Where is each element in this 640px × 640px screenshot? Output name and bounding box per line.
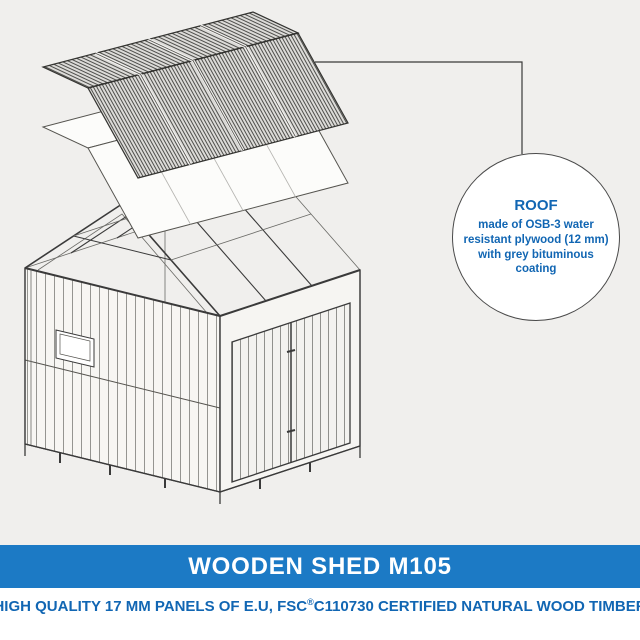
front-gable-wall [24, 267, 221, 493]
door-hinge-icon [286, 429, 296, 433]
quality-text-left: HIGH QUALITY 17 MM PANELS OF E.U, FSC [0, 598, 308, 615]
base-edge [219, 445, 361, 493]
door-wall [219, 269, 361, 493]
registered-mark: ® [307, 597, 314, 607]
callout-leader-line [315, 61, 523, 154]
posts-and-base [24, 268, 361, 504]
door-hinge-icon [286, 349, 296, 353]
wall-top-plate [24, 267, 221, 317]
roof-callout: ROOF made of OSB-3 water resistant plywo… [452, 153, 620, 321]
shed-exploded-diagram [24, 11, 523, 504]
double-door [231, 302, 351, 483]
quality-text: HIGH QUALITY 17 MM PANELS OF E.U, FSC®C1… [0, 597, 640, 615]
base-edge [24, 443, 221, 493]
callout-body: made of OSB-3 water resistant plywood (1… [463, 218, 609, 276]
product-title: WOODEN SHED M105 [188, 552, 452, 580]
quality-text-right: C110730 CERTIFIED NATURAL WOOD TIMBER [313, 598, 640, 615]
foundation-feet [59, 453, 311, 489]
collar-tie [73, 235, 172, 261]
shed-walls [24, 267, 361, 493]
quality-footer: HIGH QUALITY 17 MM PANELS OF E.U, FSC®C1… [0, 588, 640, 640]
callout-title: ROOF [514, 196, 558, 214]
roof-panels-layer [41, 11, 349, 179]
shed-exploded-drawing [24, 11, 523, 504]
wall-top-plate [219, 269, 361, 317]
product-banner: WOODEN SHED M105 [0, 545, 640, 588]
roof-panel-gaps [94, 24, 297, 165]
window [55, 329, 95, 368]
